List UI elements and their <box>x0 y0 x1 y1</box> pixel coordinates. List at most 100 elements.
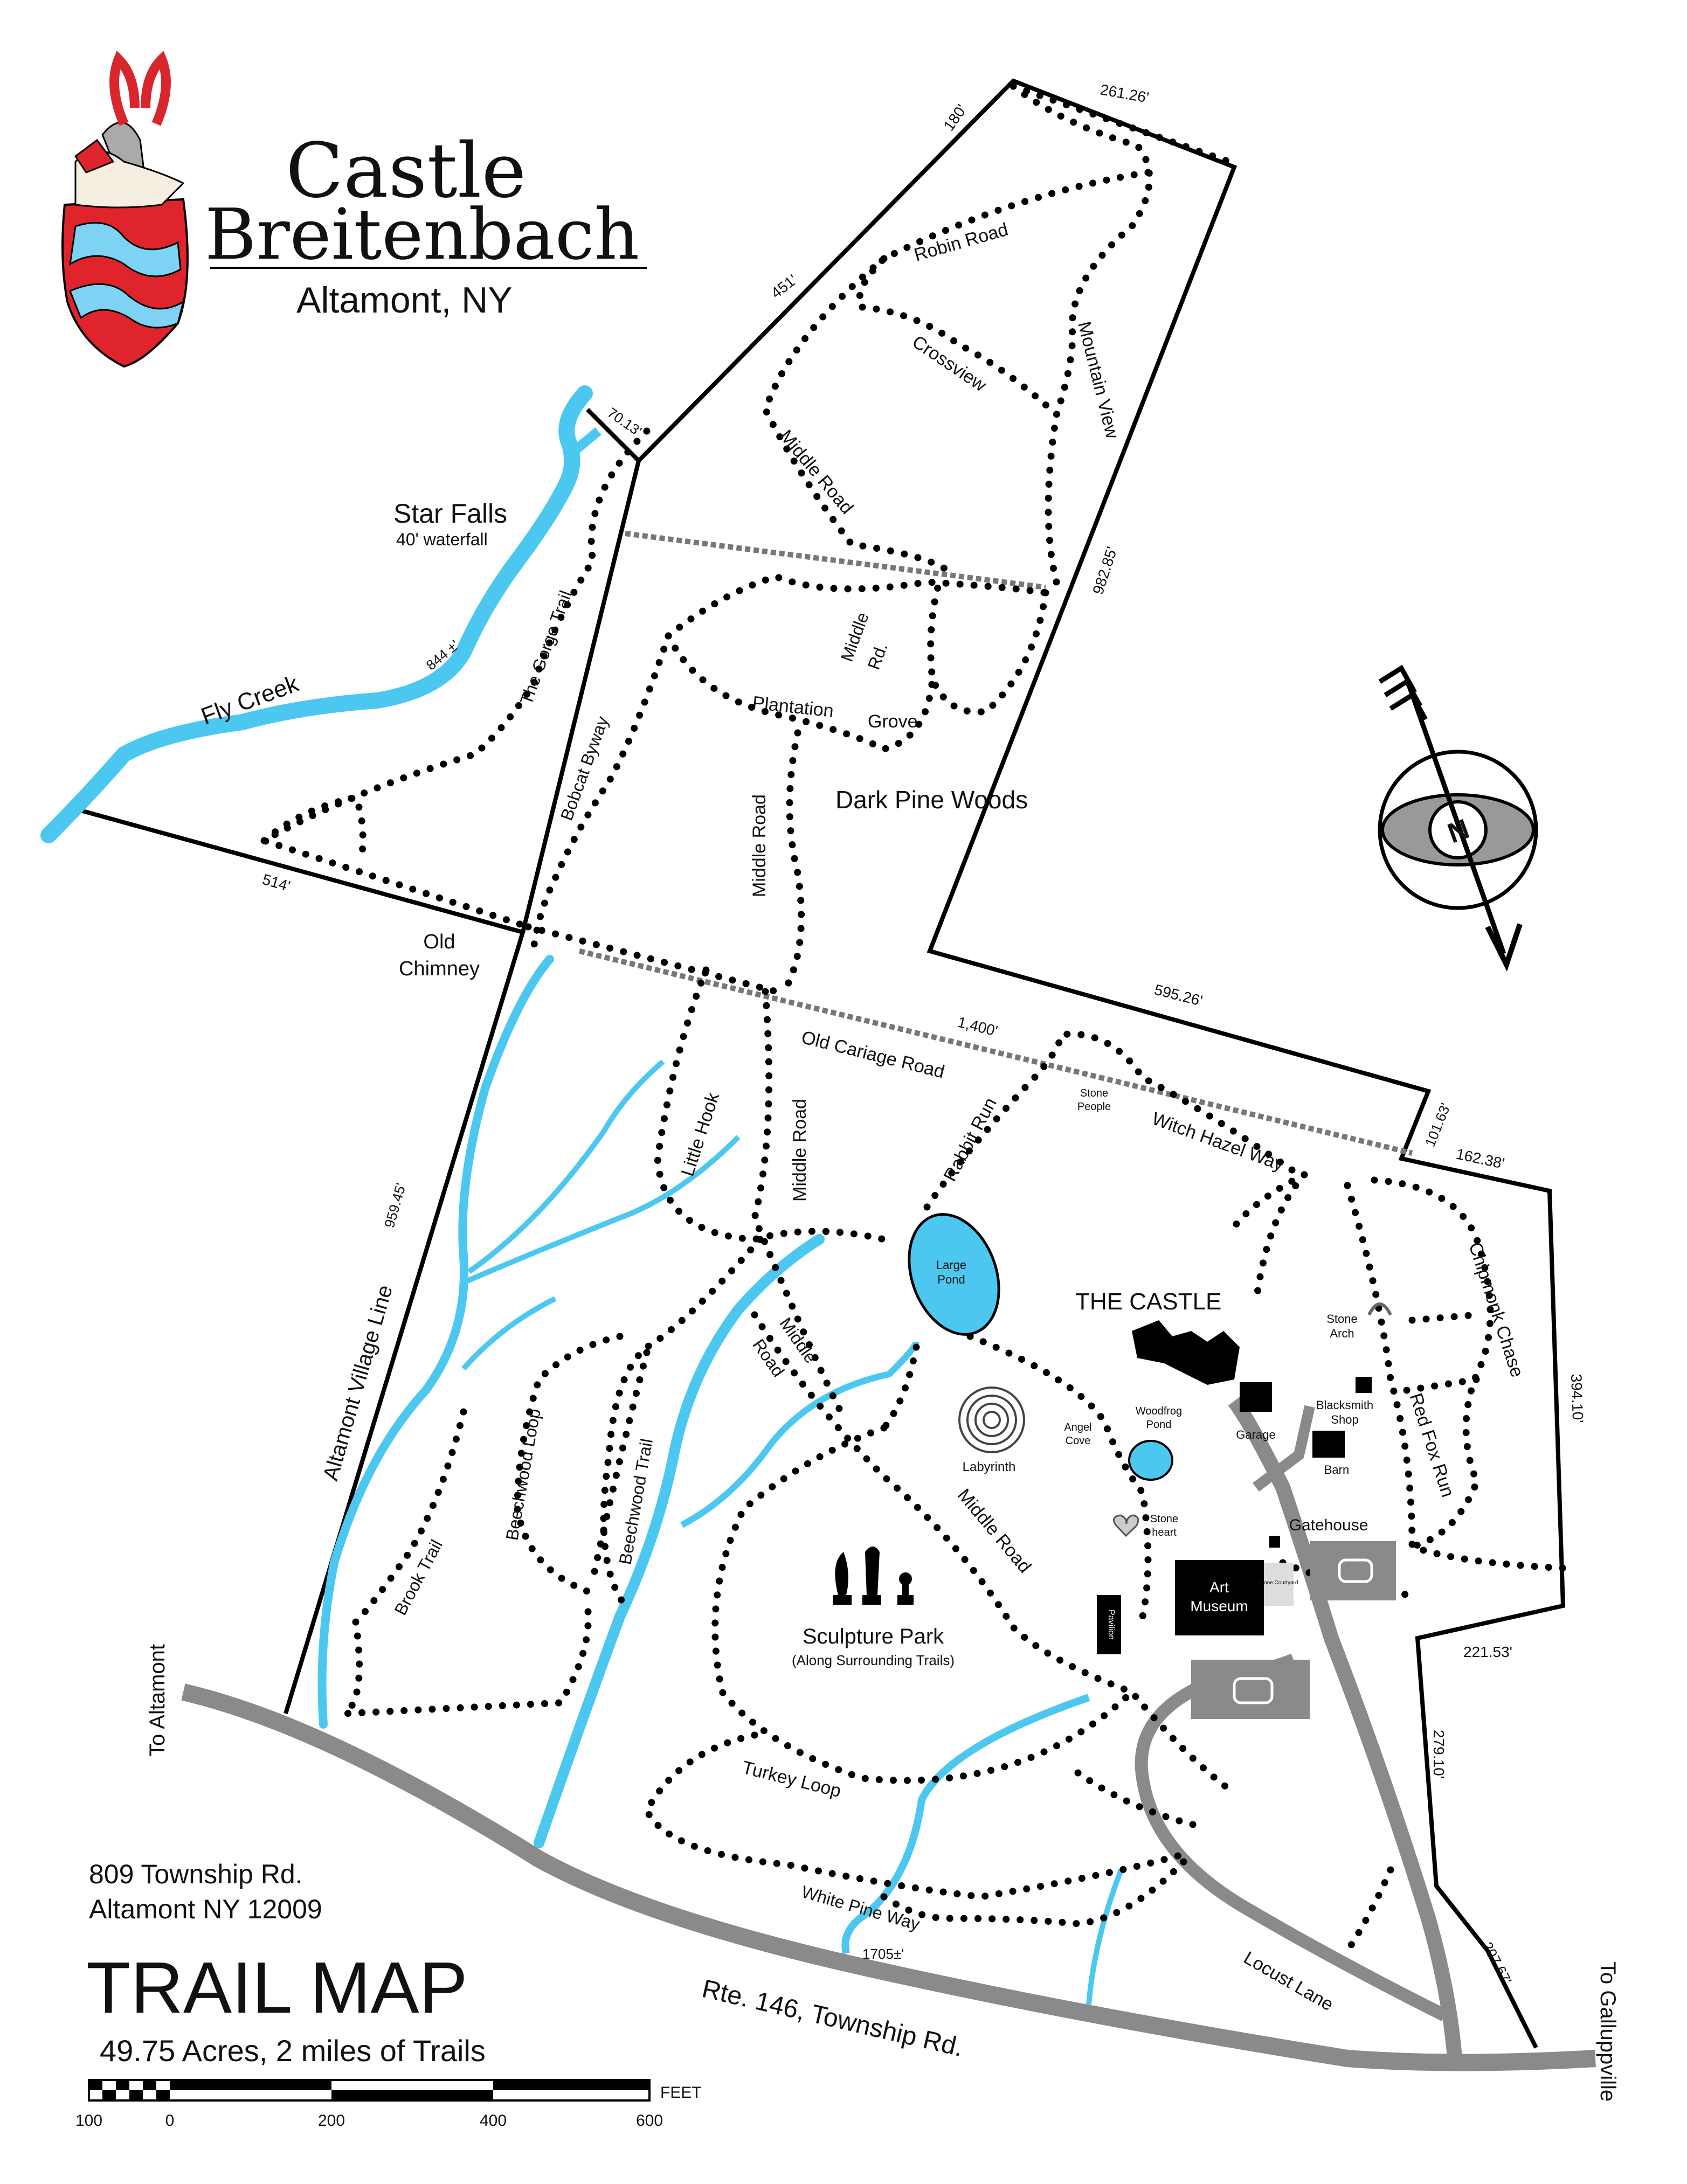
label-waterfall: 40' waterfall <box>396 530 488 549</box>
dim-1705: 1705±' <box>862 1946 904 1962</box>
trail-middle-rd <box>665 573 1049 640</box>
label-middle-2: Road <box>749 1335 788 1380</box>
label-dark-pine-woods: Dark Pine Woods <box>835 786 1028 814</box>
trail-white-pine <box>880 1850 1195 1928</box>
label-angel-cove-1: Angel <box>1064 1422 1091 1433</box>
west-brook-branch-1 <box>467 1059 665 1274</box>
dim-394: 394.10' <box>1568 1374 1586 1423</box>
scale-tick-400: 400 <box>480 2112 507 2130</box>
label-labyrinth: Labyrinth <box>963 1460 1016 1474</box>
label-art-museum-2: Museum <box>1190 1598 1248 1614</box>
trail-bobcat <box>530 632 672 952</box>
stone-courtyard-area <box>1264 1563 1294 1606</box>
trail-witch-hazel-loop <box>1225 1171 1308 1238</box>
scale-tick-200: 200 <box>318 2112 345 2130</box>
trail-turkey-east <box>1074 1769 1206 1831</box>
south-brook-2 <box>1086 1869 1124 2005</box>
parking-lot-upper <box>1310 1541 1396 1600</box>
dim-279: 279.10' <box>1430 1730 1447 1779</box>
dim-261: 261.26' <box>1099 81 1150 106</box>
brand-text: Castle Breitenbach Altamont, NY <box>205 127 639 321</box>
trail-rabbit-run <box>923 1030 1303 1211</box>
label-little-hook: Little Hook <box>677 1090 723 1178</box>
trail-little-hook <box>654 966 888 1243</box>
dim-982: 982.85' <box>1089 545 1121 597</box>
trail-gorge-west <box>260 793 367 866</box>
scale-bar <box>88 2079 651 2102</box>
trail-middle-road-east <box>966 1333 1152 1620</box>
map-title: TRAIL MAP <box>86 1947 468 2028</box>
label-old-chimney-1: Old <box>423 931 455 953</box>
parking-lot-lower <box>1191 1660 1310 1719</box>
label-blacksmith-1: Blacksmith <box>1316 1398 1373 1412</box>
dim-207: 207.67' <box>1479 1939 1515 1987</box>
label-blacksmith-2: Shop <box>1331 1413 1358 1426</box>
trail-sculpture-loop <box>711 1424 1136 1784</box>
label-middle-rd-2: Rd. <box>864 640 891 672</box>
dim-514: 514' <box>260 871 292 895</box>
label-art-museum-1: Art <box>1209 1579 1229 1596</box>
rte-146-road <box>181 1683 1596 2071</box>
labyrinth-icon <box>958 1386 1025 1453</box>
label-stone-heart-2: heart <box>1152 1527 1177 1538</box>
label-old-chimney-2: Chimney <box>399 958 480 980</box>
property-boundary <box>72 78 1566 2049</box>
scale-tick-0: 0 <box>165 2112 175 2130</box>
label-sculpture-park-sub: (Along Surrounding Trails) <box>792 1652 955 1668</box>
trail-middle-north <box>761 255 952 575</box>
trail-middle-road-central <box>783 729 805 990</box>
label-brook-trail: Brook Trail <box>390 1536 446 1618</box>
label-to-galluppville: To Galluppville <box>1596 1961 1620 2102</box>
label-woodfrog-1: Woodfrog <box>1136 1405 1182 1417</box>
label-to-altamont: To Altamont <box>146 1644 169 1757</box>
label-rabbit-run: Rabbit Run <box>940 1094 1001 1185</box>
label-stone-arch-1: Stone <box>1326 1312 1358 1326</box>
label-stone-heart-1: Stone <box>1150 1513 1178 1525</box>
label-stone-arch-2: Arch <box>1330 1327 1354 1340</box>
trails <box>255 82 1567 1954</box>
stone-heart-icon <box>1112 1514 1139 1537</box>
dim-221: 221.53' <box>1463 1644 1512 1660</box>
label-gorge-trail: The Gorge Trail <box>516 588 576 707</box>
trail-east-bend <box>927 584 1049 716</box>
east-brook <box>680 1341 919 1528</box>
dim-451: 451' <box>768 271 800 301</box>
label-white-pine-way: White Pine Way <box>799 1882 922 1934</box>
trail-beechwood <box>514 1333 624 1599</box>
label-barn: Barn <box>1324 1463 1349 1476</box>
star-falls-stream <box>563 427 601 462</box>
south-brook <box>841 1694 1090 1954</box>
dim-959: 959.45' <box>381 1181 409 1229</box>
brand-name-line1: Castle <box>286 127 526 215</box>
trail-middle-road-south <box>751 988 845 1416</box>
address-line1: 809 Township Rd. <box>89 1859 303 1889</box>
trail-brook <box>334 1408 592 1718</box>
old-carriage-road <box>578 948 1413 1156</box>
west-brook-branch-3 <box>461 1296 557 1371</box>
dim-1400: 1,400' <box>956 1014 1000 1039</box>
label-large-pond-1: Large <box>936 1258 966 1272</box>
sculpture-icons <box>833 1547 914 1605</box>
label-crossview: Crossview <box>909 331 991 396</box>
scale-unit: FEET <box>660 2084 702 2102</box>
compass-rose <box>1378 664 1538 972</box>
label-chipmonk-chase: Chipmonk Chase <box>1464 1240 1527 1380</box>
barn-building <box>1312 1431 1345 1458</box>
label-stone-people-2: People <box>1077 1101 1111 1113</box>
scale-tick-600: 600 <box>636 2112 663 2130</box>
west-brook-branch-2 <box>462 1135 741 1285</box>
dim-595: 595.26' <box>1153 981 1205 1009</box>
label-stone-people-1: Stone <box>1080 1087 1108 1099</box>
gatehouse-building <box>1269 1536 1280 1548</box>
middle-brook <box>534 1234 825 1848</box>
label-castle: THE CASTLE <box>1075 1288 1221 1315</box>
label-beechwood-loop: Beechwood Loop <box>502 1407 544 1542</box>
garage-drive <box>1253 1405 1315 1492</box>
art-museum-building <box>1175 1560 1264 1635</box>
trail-chipmonk-links <box>1403 1311 1481 1394</box>
label-woodfrog-2: Pond <box>1146 1419 1172 1431</box>
label-garage: Garage <box>1236 1428 1275 1441</box>
dim-101: 101.63' <box>1422 1101 1454 1149</box>
label-plantation: Plantation <box>751 692 834 722</box>
trail-sculpture-east <box>880 1343 920 1432</box>
